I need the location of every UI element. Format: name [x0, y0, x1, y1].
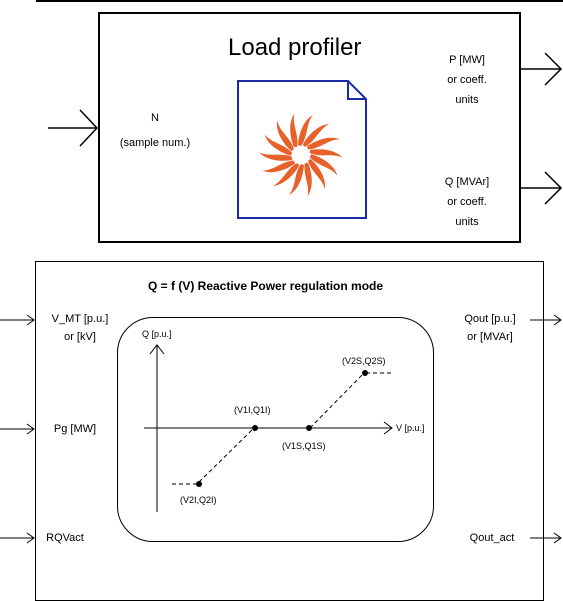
point-v1i-q1i: [252, 425, 258, 431]
vmt-input-label: V_MT [p.u.]: [51, 313, 109, 325]
rqvact-input-label: RQVact: [46, 532, 84, 544]
label-v1s-q1s: (V1S,Q1S): [282, 441, 326, 451]
output-q-arrow: [521, 171, 563, 205]
sunburst-petal: [262, 160, 296, 173]
label-v1i-q1i: (V1I,Q1I): [234, 405, 271, 415]
qout-act-output-arrow: [530, 532, 562, 544]
output-p-arrow: [521, 52, 563, 86]
sunburst-petal: [298, 115, 313, 146]
label-v2i-q2i: (V2I,Q2I): [180, 495, 217, 505]
characteristic-frame: [117, 317, 434, 542]
top-divider-line: [36, 0, 563, 2]
vmt-input-arrow: [0, 314, 35, 326]
y-axis-label: Q [p.u.]: [142, 329, 172, 339]
output-p-line2: or coeff.: [447, 74, 487, 86]
sunburst-petal: [308, 158, 326, 190]
output-q-line2: or coeff.: [447, 196, 487, 208]
output-p-line3: units: [455, 94, 479, 106]
input-n-sublabel: (sample num.): [119, 137, 191, 149]
sunburst-petal: [272, 163, 300, 186]
x-axis: [144, 421, 393, 435]
sunburst-petal: [276, 120, 294, 152]
point-v2s-q2s: [362, 370, 368, 376]
upper-slope-dashed-line: [309, 372, 365, 429]
qout-act-output-label: Qout_act: [469, 532, 515, 544]
sunburst-petal: [264, 134, 293, 156]
qout-output-unit: or [MVAr]: [467, 331, 513, 343]
sunburst-petal: [289, 164, 304, 195]
q-of-v-title: Q = f (V) Reactive Power regulation mode: [148, 279, 384, 293]
output-q-label: Q [MVAr]: [444, 176, 490, 188]
load-profiler-title: Load profiler: [228, 34, 362, 61]
output-q-line3: units: [455, 216, 479, 228]
qout-output-arrow: [530, 314, 562, 326]
sunburst-petal: [290, 113, 298, 148]
vmt-input-unit: or [kV]: [64, 331, 96, 343]
sunburst-petal: [309, 149, 343, 158]
pg-input-arrow: [0, 423, 35, 435]
sunburst-center: [294, 148, 308, 162]
lower-slope-dashed-line: [198, 427, 255, 483]
sunburst-petal: [309, 154, 338, 176]
load-profiler-input-arrow: [48, 109, 99, 147]
pg-input-label: Pg [MW]: [53, 423, 97, 435]
point-v2i-q2i: [196, 481, 202, 487]
x-axis-label: V [p.u.]: [396, 423, 425, 433]
qout-output-label: Qout [p.u.]: [464, 313, 516, 325]
document-icon: [237, 80, 367, 219]
sunburst-logo-icon: [259, 113, 343, 197]
input-n-label: N: [151, 112, 159, 124]
sunburst-petal: [259, 152, 293, 161]
load-profiler-block: [98, 12, 521, 243]
sunburst-petal: [304, 162, 312, 197]
output-p-label: P [MW]: [449, 54, 485, 66]
sunburst-petal: [302, 124, 330, 147]
rqvact-input-arrow: [0, 532, 35, 544]
label-v2s-q2s: (V2S,Q2S): [342, 356, 386, 366]
point-v1s-q1s: [306, 425, 312, 431]
sunburst-petal: [306, 137, 340, 150]
